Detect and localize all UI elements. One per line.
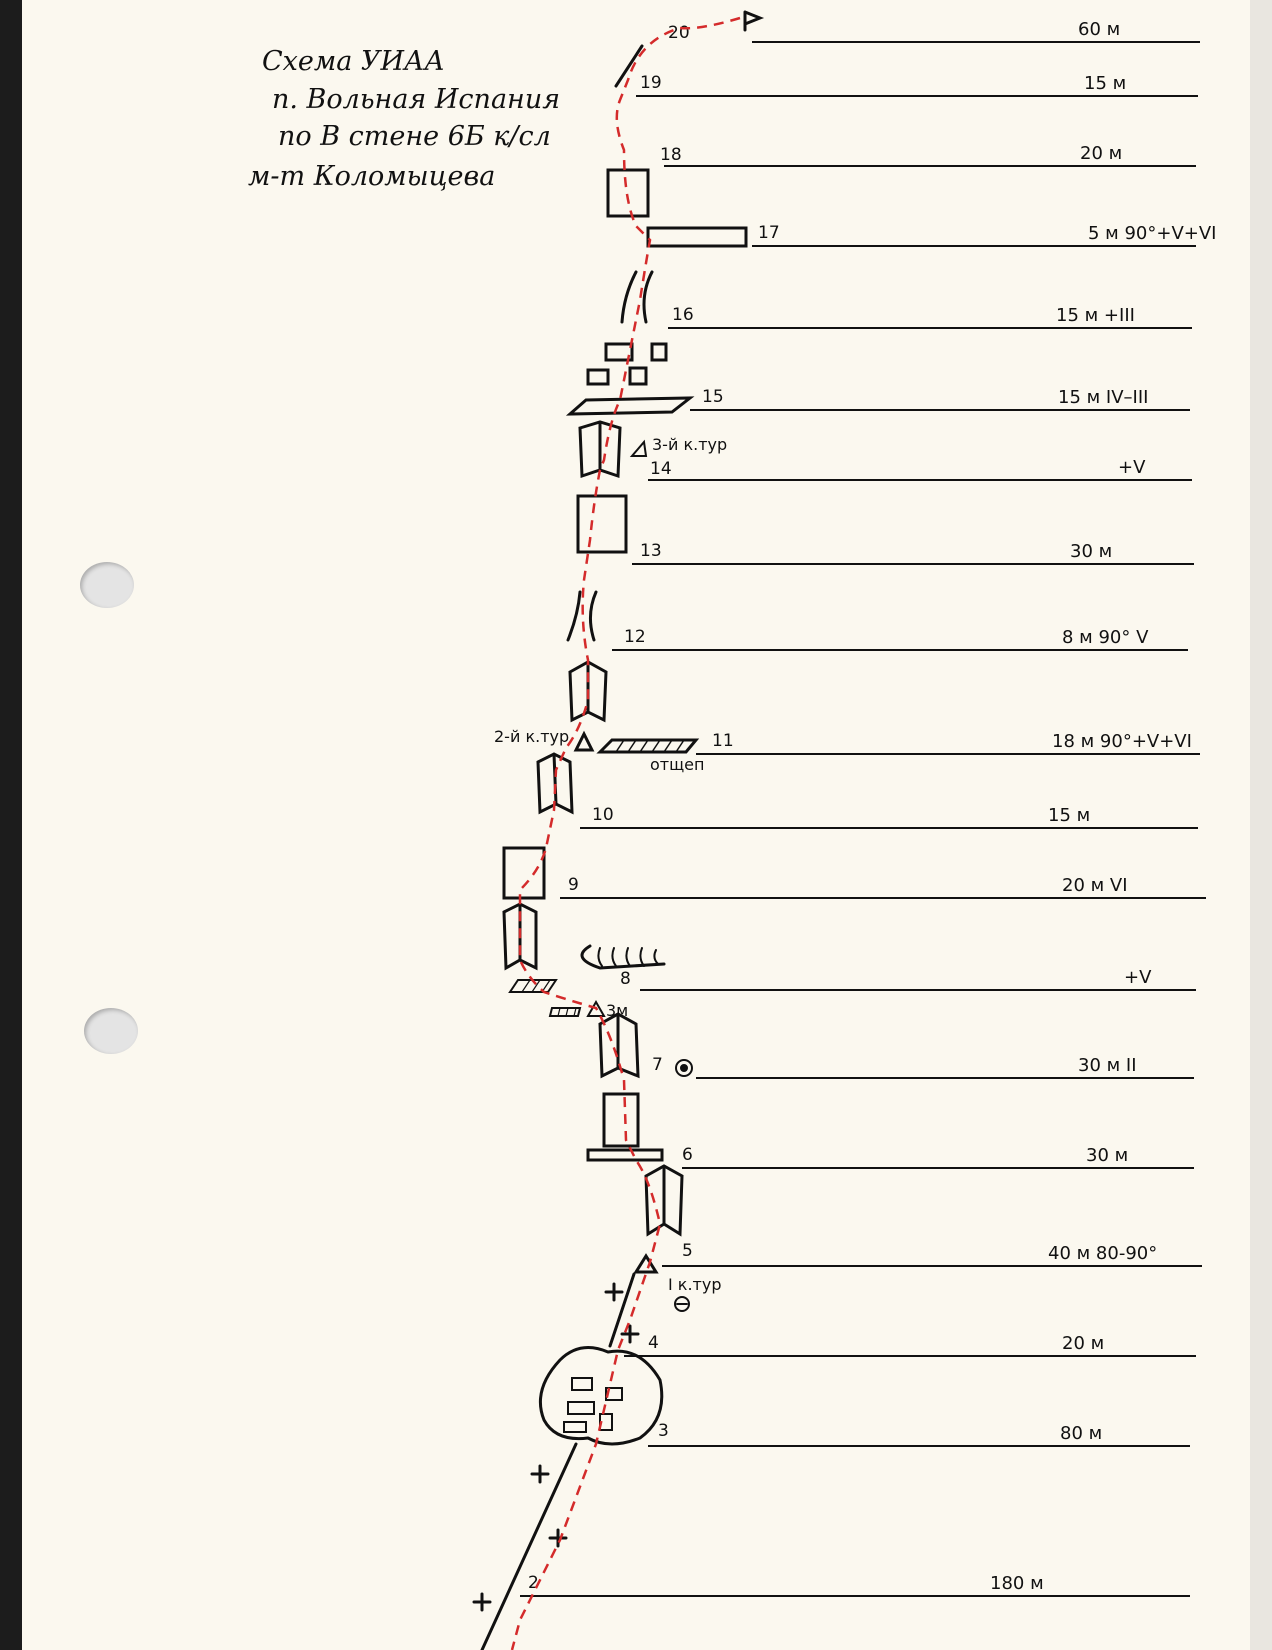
piton-7-icon (675, 1059, 693, 1077)
pitch-number-15: 15 (702, 387, 724, 407)
pitch-number-13: 13 (640, 541, 662, 561)
scan-edge (1250, 0, 1272, 1650)
tour-3-label: 3-й к.тур (652, 435, 727, 454)
pitch-number-16: 16 (672, 305, 694, 325)
pitch-number-20: 20 (668, 23, 690, 43)
pitch-number-2: 2 (528, 1573, 539, 1593)
piton-7-dot (680, 1064, 688, 1072)
block-13-icon (576, 494, 628, 554)
chimney-12-icon (566, 590, 598, 642)
corner-10-icon (536, 752, 574, 815)
pitch-number-4: 4 (648, 1333, 659, 1353)
tour-1-icon (633, 1253, 659, 1274)
pitch-length-17: 5 м 90°+V+VI (1088, 223, 1216, 244)
pitch-number-7: 7 (652, 1055, 663, 1075)
slab-4-icon (608, 1272, 636, 1348)
marker-3m-label: 3м (606, 1001, 628, 1020)
pitch-length-3: 80 м (1060, 1423, 1102, 1444)
title-line-2: п. Вольная Испания (272, 84, 560, 115)
pitch-length-6: 30 м (1086, 1145, 1128, 1166)
marker-3m-icon (586, 999, 606, 1017)
summit-flag-icon (743, 10, 765, 32)
pitch-number-14: 14 (650, 459, 672, 479)
flake-label: отщеп (650, 755, 704, 774)
piton-5-icon (674, 1296, 690, 1312)
pitch-length-5: 40 м 80-90° (1048, 1243, 1157, 1264)
pitch-length-11: 18 м 90°+V+VI (1052, 731, 1192, 752)
tour-3-icon (629, 439, 648, 457)
pitch-layer: 20 60 м 19 15 м 18 20 м 17 5 м 90°+V+VI 16 15 м +… (520, 19, 1216, 1597)
tour-2-label: 2-й к.тур (494, 727, 569, 746)
corner-14-icon (578, 420, 622, 479)
block-16c-icon (586, 368, 610, 386)
block-18-icon (606, 168, 650, 218)
ledge-8-hatch (521, 979, 577, 1017)
pitch-length-2: 180 м (990, 1573, 1044, 1594)
pitch-number-12: 12 (624, 627, 646, 647)
ledge-8a-icon (508, 979, 558, 993)
title-line-1: Схема УИАА (262, 46, 445, 77)
slab-19-icon (614, 44, 644, 88)
pitch-number-10: 10 (592, 805, 614, 825)
tour-1-label: I к.тур (668, 1275, 722, 1294)
overhang-8-icon (580, 944, 666, 970)
pitch-number-6: 6 (682, 1145, 693, 1165)
annotations: 3-й к.тур 2-й к.тур отщеп 3м I к.тур (494, 435, 727, 1294)
chimney-16-icon (620, 270, 654, 324)
pitch-length-4: 20 м (1062, 1333, 1104, 1354)
block-16b-icon (650, 342, 668, 362)
ledge-6-icon (586, 1148, 664, 1162)
slab-2-icon (480, 1442, 578, 1650)
ledge-17-icon (646, 226, 748, 248)
pitch-length-12: 8 м 90° V (1062, 627, 1149, 648)
route-line (510, 16, 741, 1650)
flake-11-hatch (615, 739, 685, 753)
pitch-number-17: 17 (758, 223, 780, 243)
tour-2-icon (573, 730, 595, 752)
pitch-length-14: +V (1118, 457, 1146, 478)
title-line-3: по В стене 6Б к/сл (278, 121, 551, 152)
pitch-number-8: 8 (620, 969, 631, 989)
block-6-icon (602, 1092, 640, 1148)
pitch-length-9: 20 м VI (1062, 875, 1128, 896)
punch-hole-upper (80, 562, 134, 608)
belay-marks (472, 1282, 640, 1612)
punch-hole-lower (84, 1008, 138, 1054)
flake-11-icon (596, 738, 700, 754)
pitch-length-19: 15 м (1084, 73, 1126, 94)
rock-3-icon (538, 1346, 664, 1446)
title-line-4: м-т Коломыцева (248, 161, 495, 192)
ledge-15-icon (565, 396, 695, 416)
block-16d-icon (628, 366, 648, 386)
block-16a-icon (604, 342, 634, 362)
pitch-number-9: 9 (568, 875, 579, 895)
pitch-length-10: 15 м (1048, 805, 1090, 826)
pitch-length-16: 15 м +III (1056, 305, 1135, 326)
block-9-icon (502, 846, 546, 900)
pitch-length-20: 60 м (1078, 19, 1120, 40)
pitch-length-15: 15 м IV–III (1058, 387, 1148, 408)
corner-5-icon (644, 1164, 684, 1237)
pitch-length-8: +V (1124, 967, 1152, 988)
pitch-length-18: 20 м (1080, 143, 1122, 164)
pitch-number-5: 5 (682, 1241, 693, 1261)
pitch-number-3: 3 (658, 1421, 669, 1441)
pitch-length-7: 30 м II (1078, 1055, 1137, 1076)
overhang-8-ribs (597, 947, 659, 967)
ledge-8b-icon (548, 1007, 582, 1017)
pitch-number-19: 19 (640, 73, 662, 93)
pitch-number-18: 18 (660, 145, 682, 165)
diagram-title: Схема УИАА п. Вольная Испания по В стене… (248, 46, 560, 192)
route-features (472, 10, 765, 1650)
corner-7-icon (598, 1012, 640, 1079)
pitch-number-11: 11 (712, 731, 734, 751)
pitch-length-13: 30 м (1070, 541, 1112, 562)
